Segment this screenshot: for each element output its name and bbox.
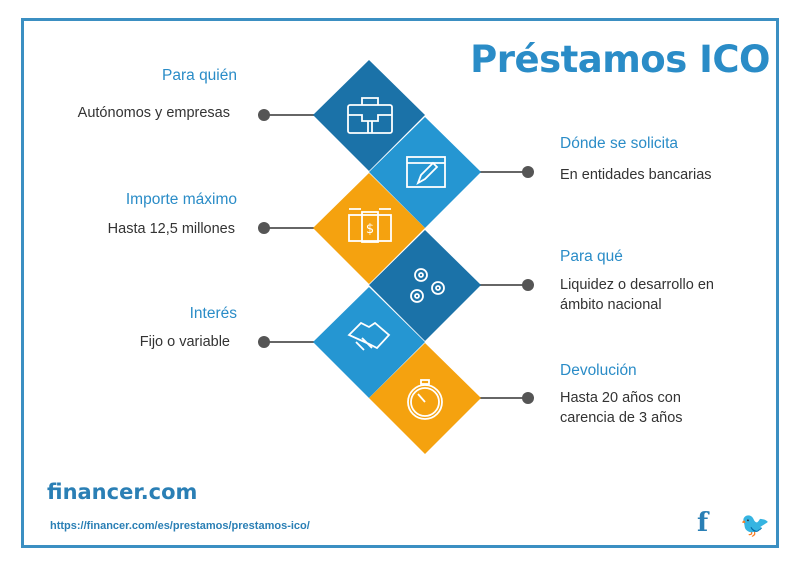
source-url[interactable]: https://financer.com/es/prestamos/presta… xyxy=(50,520,310,532)
briefcase-icon xyxy=(347,97,393,134)
facebook-icon[interactable]: f xyxy=(697,508,709,538)
label-devolucion: Devolución xyxy=(560,362,637,379)
financer-logo: financer.com xyxy=(47,480,198,504)
label-para-que: Para qué xyxy=(560,248,623,265)
twitter-icon[interactable]: 🐦 xyxy=(740,512,770,539)
diamond-donde xyxy=(369,117,481,228)
text-donde: En entidades bancarias xyxy=(560,167,712,183)
diamond-devolucion xyxy=(369,343,481,454)
label-para-quien: Para quién xyxy=(162,67,237,84)
diamond-interes xyxy=(313,287,425,398)
money-icon: $ xyxy=(348,208,392,243)
diamond-para-que xyxy=(369,230,481,341)
connector-dot xyxy=(522,392,534,404)
connector-dot xyxy=(258,336,270,348)
connector-dot xyxy=(522,166,534,178)
frame xyxy=(21,18,779,548)
stopwatch-icon xyxy=(407,379,443,420)
browser-pencil-icon xyxy=(406,156,446,188)
connector-dot xyxy=(522,279,534,291)
text-para-quien: Autónomos y empresas xyxy=(77,105,230,121)
diamond-para-quien xyxy=(313,60,425,171)
gears-icon xyxy=(410,268,445,303)
text-devolucion: Hasta 20 años con carencia de 3 años xyxy=(560,390,683,426)
svg-text:$: $ xyxy=(366,222,374,237)
handshake-icon xyxy=(347,321,391,351)
label-donde: Dónde se solicita xyxy=(560,135,679,152)
label-importe: Importe máximo xyxy=(125,191,237,208)
connector-dot xyxy=(258,222,270,234)
text-para-que: Liquidez o desarrollo en ámbito nacional xyxy=(560,277,714,313)
connector-dot xyxy=(258,109,270,121)
text-importe: Hasta 12,5 millones xyxy=(107,221,235,237)
label-interes: Interés xyxy=(189,305,237,322)
text-interes: Fijo o variable xyxy=(139,334,230,350)
page-title: Préstamos ICO xyxy=(470,38,770,81)
diamond-importe xyxy=(313,173,425,284)
